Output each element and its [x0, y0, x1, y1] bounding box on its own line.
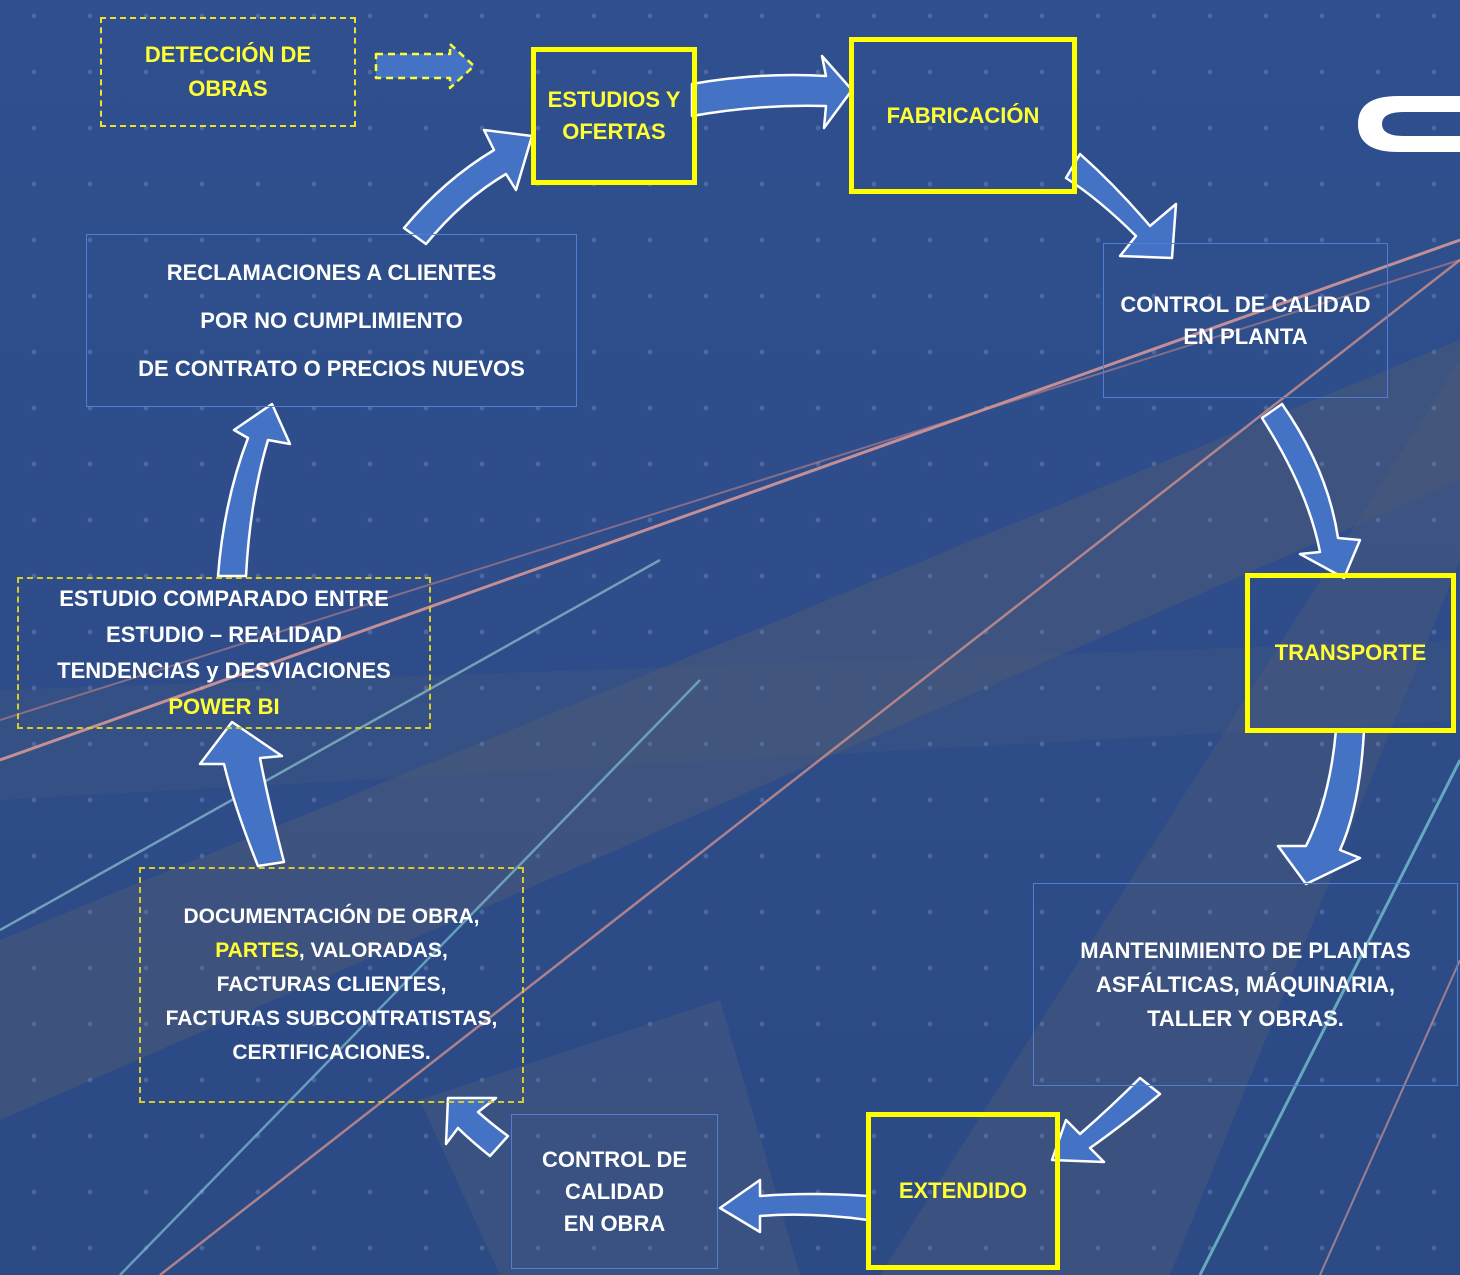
- node-text: POR NO CUMPLIMIENTO: [200, 307, 463, 333]
- node-text-highlight: POWER BI: [168, 694, 280, 719]
- node-text: ESTUDIO – REALIDAD: [106, 622, 342, 647]
- node-text-highlight: PARTES: [215, 939, 299, 962]
- node-control-calidad-planta: CONTROL DE CALIDAD EN PLANTA: [1103, 243, 1388, 398]
- arrow-comparado-reclamaciones: [216, 402, 292, 578]
- node-text: EXTENDIDO: [898, 1178, 1028, 1203]
- arrow-deteccion-estudios: [374, 42, 476, 90]
- arrow-controlobra-documentacion: [444, 1096, 510, 1158]
- node-text: PARTES, VALORADAS,: [215, 934, 448, 968]
- node-text: , VALORADAS,: [298, 939, 448, 962]
- node-text: CALIDAD: [565, 1178, 664, 1204]
- arrow-mantenimiento-extendido: [1050, 1076, 1162, 1164]
- arrow-transporte-mantenimiento: [1276, 728, 1366, 886]
- node-text: EN OBRA: [563, 1210, 666, 1236]
- node-text: CONTROL DE CALIDAD: [1120, 291, 1371, 317]
- node-text: MANTENIMIENTO DE PLANTAS: [1080, 937, 1411, 963]
- node-fabricacion: FABRICACIÓN: [849, 37, 1077, 194]
- node-text: TENDENCIAS y DESVIACIONES: [57, 658, 391, 683]
- logo-c-icon: [1358, 96, 1460, 152]
- node-extendido: EXTENDIDO: [866, 1112, 1060, 1270]
- node-text: RECLAMACIONES A CLIENTES: [166, 259, 497, 285]
- node-reclamaciones: RECLAMACIONES A CLIENTES POR NO CUMPLIMI…: [86, 234, 577, 407]
- node-text: TRANSPORTE: [1274, 640, 1427, 665]
- arrow-fabricacion-control: [1064, 152, 1178, 260]
- node-text: CONTROL DE: [541, 1146, 688, 1172]
- arrow-reclamaciones-estudios: [402, 128, 534, 246]
- node-text: EN PLANTA: [1183, 323, 1308, 349]
- node-text: ESTUDIOS Y: [547, 87, 681, 112]
- node-text: ASFÁLTICAS, MÁQUINARIA,: [1095, 971, 1396, 997]
- arrow-estudios-fabricacion: [690, 54, 854, 130]
- node-text: DE CONTRATO O PRECIOS NUEVOS: [138, 355, 525, 381]
- node-documentacion-obra: DOCUMENTACIÓN DE OBRA, PARTES, VALORADAS…: [139, 867, 524, 1103]
- node-text: FABRICACIÓN: [886, 102, 1040, 128]
- node-text: FACTURAS CLIENTES,: [216, 973, 447, 996]
- node-estudios-ofertas: ESTUDIOS Y OFERTAS: [531, 47, 697, 185]
- node-mantenimiento: MANTENIMIENTO DE PLANTAS ASFÁLTICAS, MÁQ…: [1033, 883, 1458, 1086]
- node-text: DOCUMENTACIÓN DE OBRA,: [183, 905, 480, 928]
- arrow-documentacion-comparado: [198, 720, 286, 868]
- node-deteccion-obras: DETECCIÓN DE OBRAS: [100, 17, 356, 127]
- arrow-control-transporte: [1260, 402, 1362, 580]
- node-text: DETECCIÓN DE: [144, 42, 312, 67]
- node-text: ESTUDIO COMPARADO ENTRE: [59, 586, 389, 611]
- node-text: TALLER Y OBRAS.: [1147, 1005, 1344, 1031]
- node-text: OBRAS: [188, 76, 268, 101]
- node-text: CERTIFICACIONES.: [232, 1041, 431, 1064]
- node-estudio-comparado: ESTUDIO COMPARADO ENTRE ESTUDIO – REALID…: [17, 577, 431, 729]
- node-text: OFERTAS: [562, 119, 666, 144]
- arrow-extendido-controlobra: [718, 1178, 870, 1234]
- node-control-calidad-obra: CONTROL DE CALIDAD EN OBRA: [511, 1114, 718, 1269]
- node-text: FACTURAS SUBCONTRATISTAS,: [165, 1007, 498, 1030]
- node-transporte: TRANSPORTE: [1245, 573, 1456, 733]
